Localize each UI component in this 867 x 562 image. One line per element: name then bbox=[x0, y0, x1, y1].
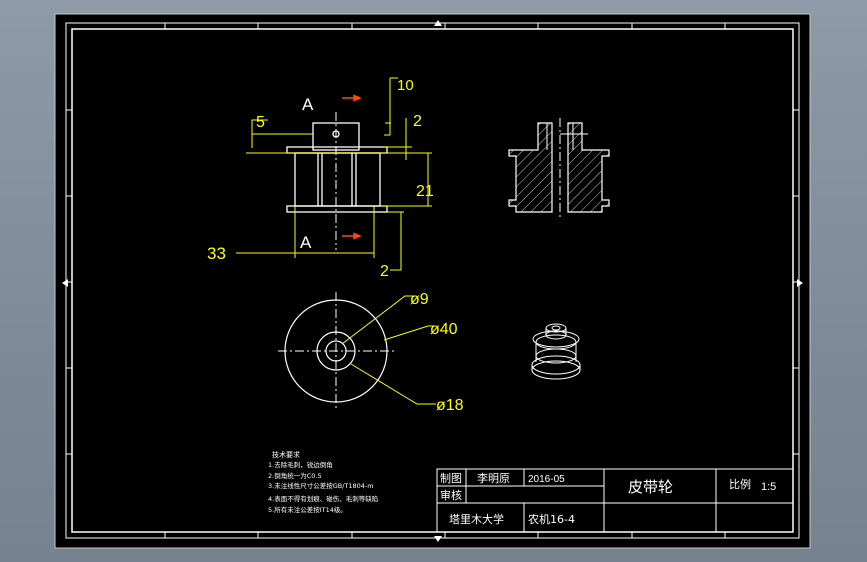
label-drawn: 制图 bbox=[440, 472, 462, 485]
note-line-4: 4.表面不得有划痕、碰伤、毛刺等缺陷 bbox=[268, 494, 378, 503]
section-label-top: A bbox=[302, 95, 314, 114]
dim-21: 21 bbox=[416, 183, 434, 200]
part-name: 皮带轮 bbox=[628, 478, 673, 496]
class-name: 农机16-4 bbox=[528, 512, 575, 526]
note-line-5: 5.所有未注公差按IT14级。 bbox=[268, 505, 347, 514]
dim-5: 5 bbox=[256, 114, 265, 131]
dim-33: 33 bbox=[207, 244, 226, 263]
note-line-3: 3.未注线性尺寸公差按GB/T1804-m bbox=[268, 481, 374, 490]
front-view[interactable]: A A 10 5 bbox=[207, 77, 434, 280]
dim-dia-40: ø40 bbox=[430, 321, 458, 338]
dim-dia-18: ø18 bbox=[436, 397, 464, 414]
section-label-bottom: A bbox=[300, 233, 312, 252]
drawn-by: 李明原 bbox=[477, 471, 510, 485]
drawing-date: 2016-05 bbox=[528, 474, 565, 485]
section-arrows bbox=[342, 94, 362, 240]
drawing-sheet bbox=[54, 13, 811, 549]
section-left-half bbox=[508, 122, 553, 213]
dim-dia-9: ø9 bbox=[410, 291, 429, 308]
section-view[interactable] bbox=[508, 118, 610, 218]
technical-notes: 技术要求 1.去除毛刺，锐边倒角 2.倒角统一为C0.5 3.未注线性尺寸公差按… bbox=[268, 450, 378, 514]
note-line-2: 2.倒角统一为C0.5 bbox=[268, 471, 322, 480]
school-name: 塔里木大学 bbox=[449, 512, 504, 526]
top-dimension-leaders bbox=[341, 295, 436, 405]
dimension-lines bbox=[236, 77, 432, 271]
dim-10: 10 bbox=[397, 77, 414, 94]
dim-2-top: 2 bbox=[413, 113, 422, 130]
dim-2-bottom: 2 bbox=[380, 263, 389, 280]
isometric-view[interactable] bbox=[531, 323, 581, 380]
label-check: 审核 bbox=[440, 488, 462, 502]
note-line-1: 1.去除毛刺，锐边倒角 bbox=[268, 460, 333, 469]
inner-border bbox=[71, 28, 794, 533]
title-block[interactable]: 制图 李明原 2016-05 审核 皮带轮 比例 1:5 塔里木大学 农机16-… bbox=[436, 468, 794, 533]
section-right-half bbox=[567, 122, 610, 213]
notes-title: 技术要求 bbox=[272, 450, 300, 459]
label-scale: 比例 bbox=[729, 477, 751, 491]
bottom-flange bbox=[286, 205, 388, 213]
scale-value: 1:5 bbox=[761, 481, 776, 493]
top-view[interactable]: ø9 ø40 ø18 bbox=[278, 291, 464, 414]
centering-marks bbox=[62, 20, 803, 542]
